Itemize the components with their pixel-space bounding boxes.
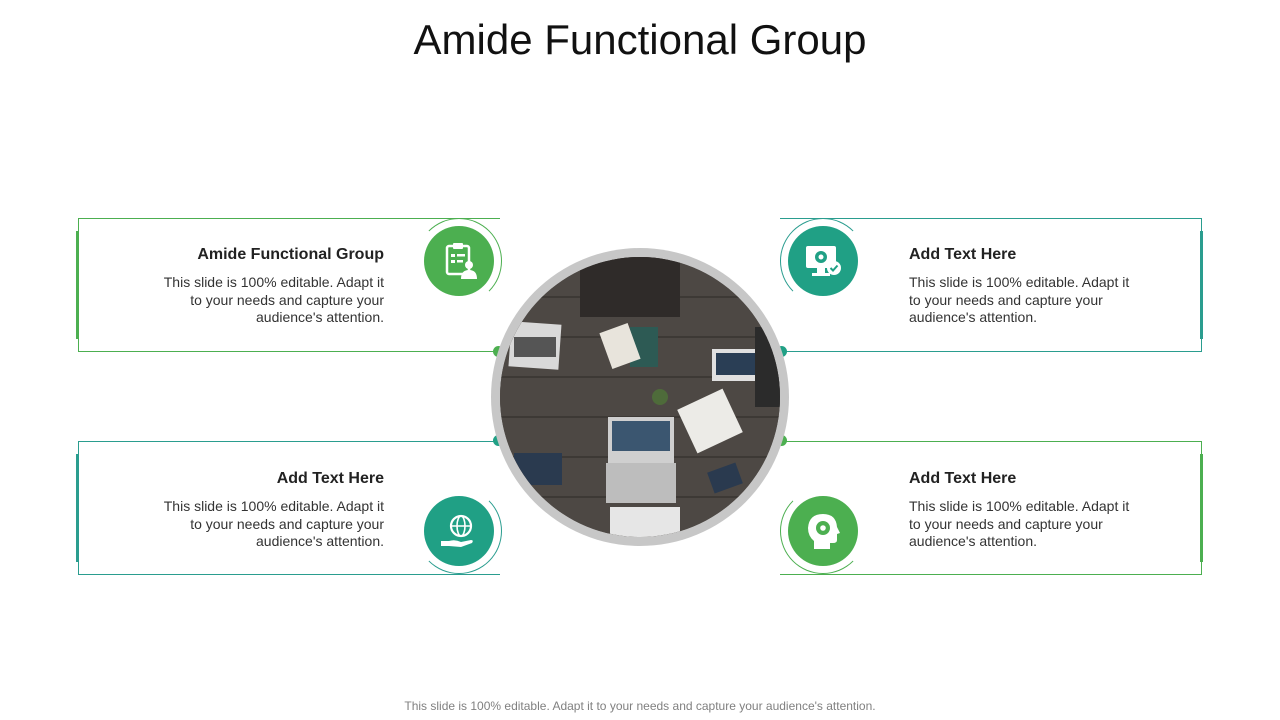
item-heading: Add Text Here <box>909 246 1017 263</box>
item-heading: Amide Functional Group <box>197 246 384 263</box>
meeting-photo <box>500 257 780 537</box>
item-description: This slide is 100% editable. Adapt it to… <box>163 274 384 325</box>
checklist-person-icon <box>424 226 494 296</box>
monitor-gear-icon <box>788 226 858 296</box>
head-gear-icon <box>788 496 858 566</box>
card-accent-bar <box>1200 454 1203 562</box>
item-description: This slide is 100% editable. Adapt it to… <box>909 498 1130 549</box>
card-accent-bar <box>1200 231 1203 339</box>
icon-badge <box>416 218 502 304</box>
icon-badge <box>780 218 866 304</box>
card-accent-bar <box>76 231 79 339</box>
icon-badge <box>416 488 502 574</box>
item-heading: Add Text Here <box>276 470 384 487</box>
icon-badge <box>780 488 866 574</box>
item-description: This slide is 100% editable. Adapt it to… <box>163 498 384 549</box>
card-accent-bar <box>76 454 79 562</box>
item-heading: Add Text Here <box>909 470 1017 487</box>
slide-title: Amide Functional Group <box>413 16 867 63</box>
slide-footer: This slide is 100% editable. Adapt it to… <box>404 699 876 713</box>
center-photo-frame <box>491 248 789 546</box>
item-description: This slide is 100% editable. Adapt it to… <box>909 274 1130 325</box>
globe-hand-icon <box>424 496 494 566</box>
